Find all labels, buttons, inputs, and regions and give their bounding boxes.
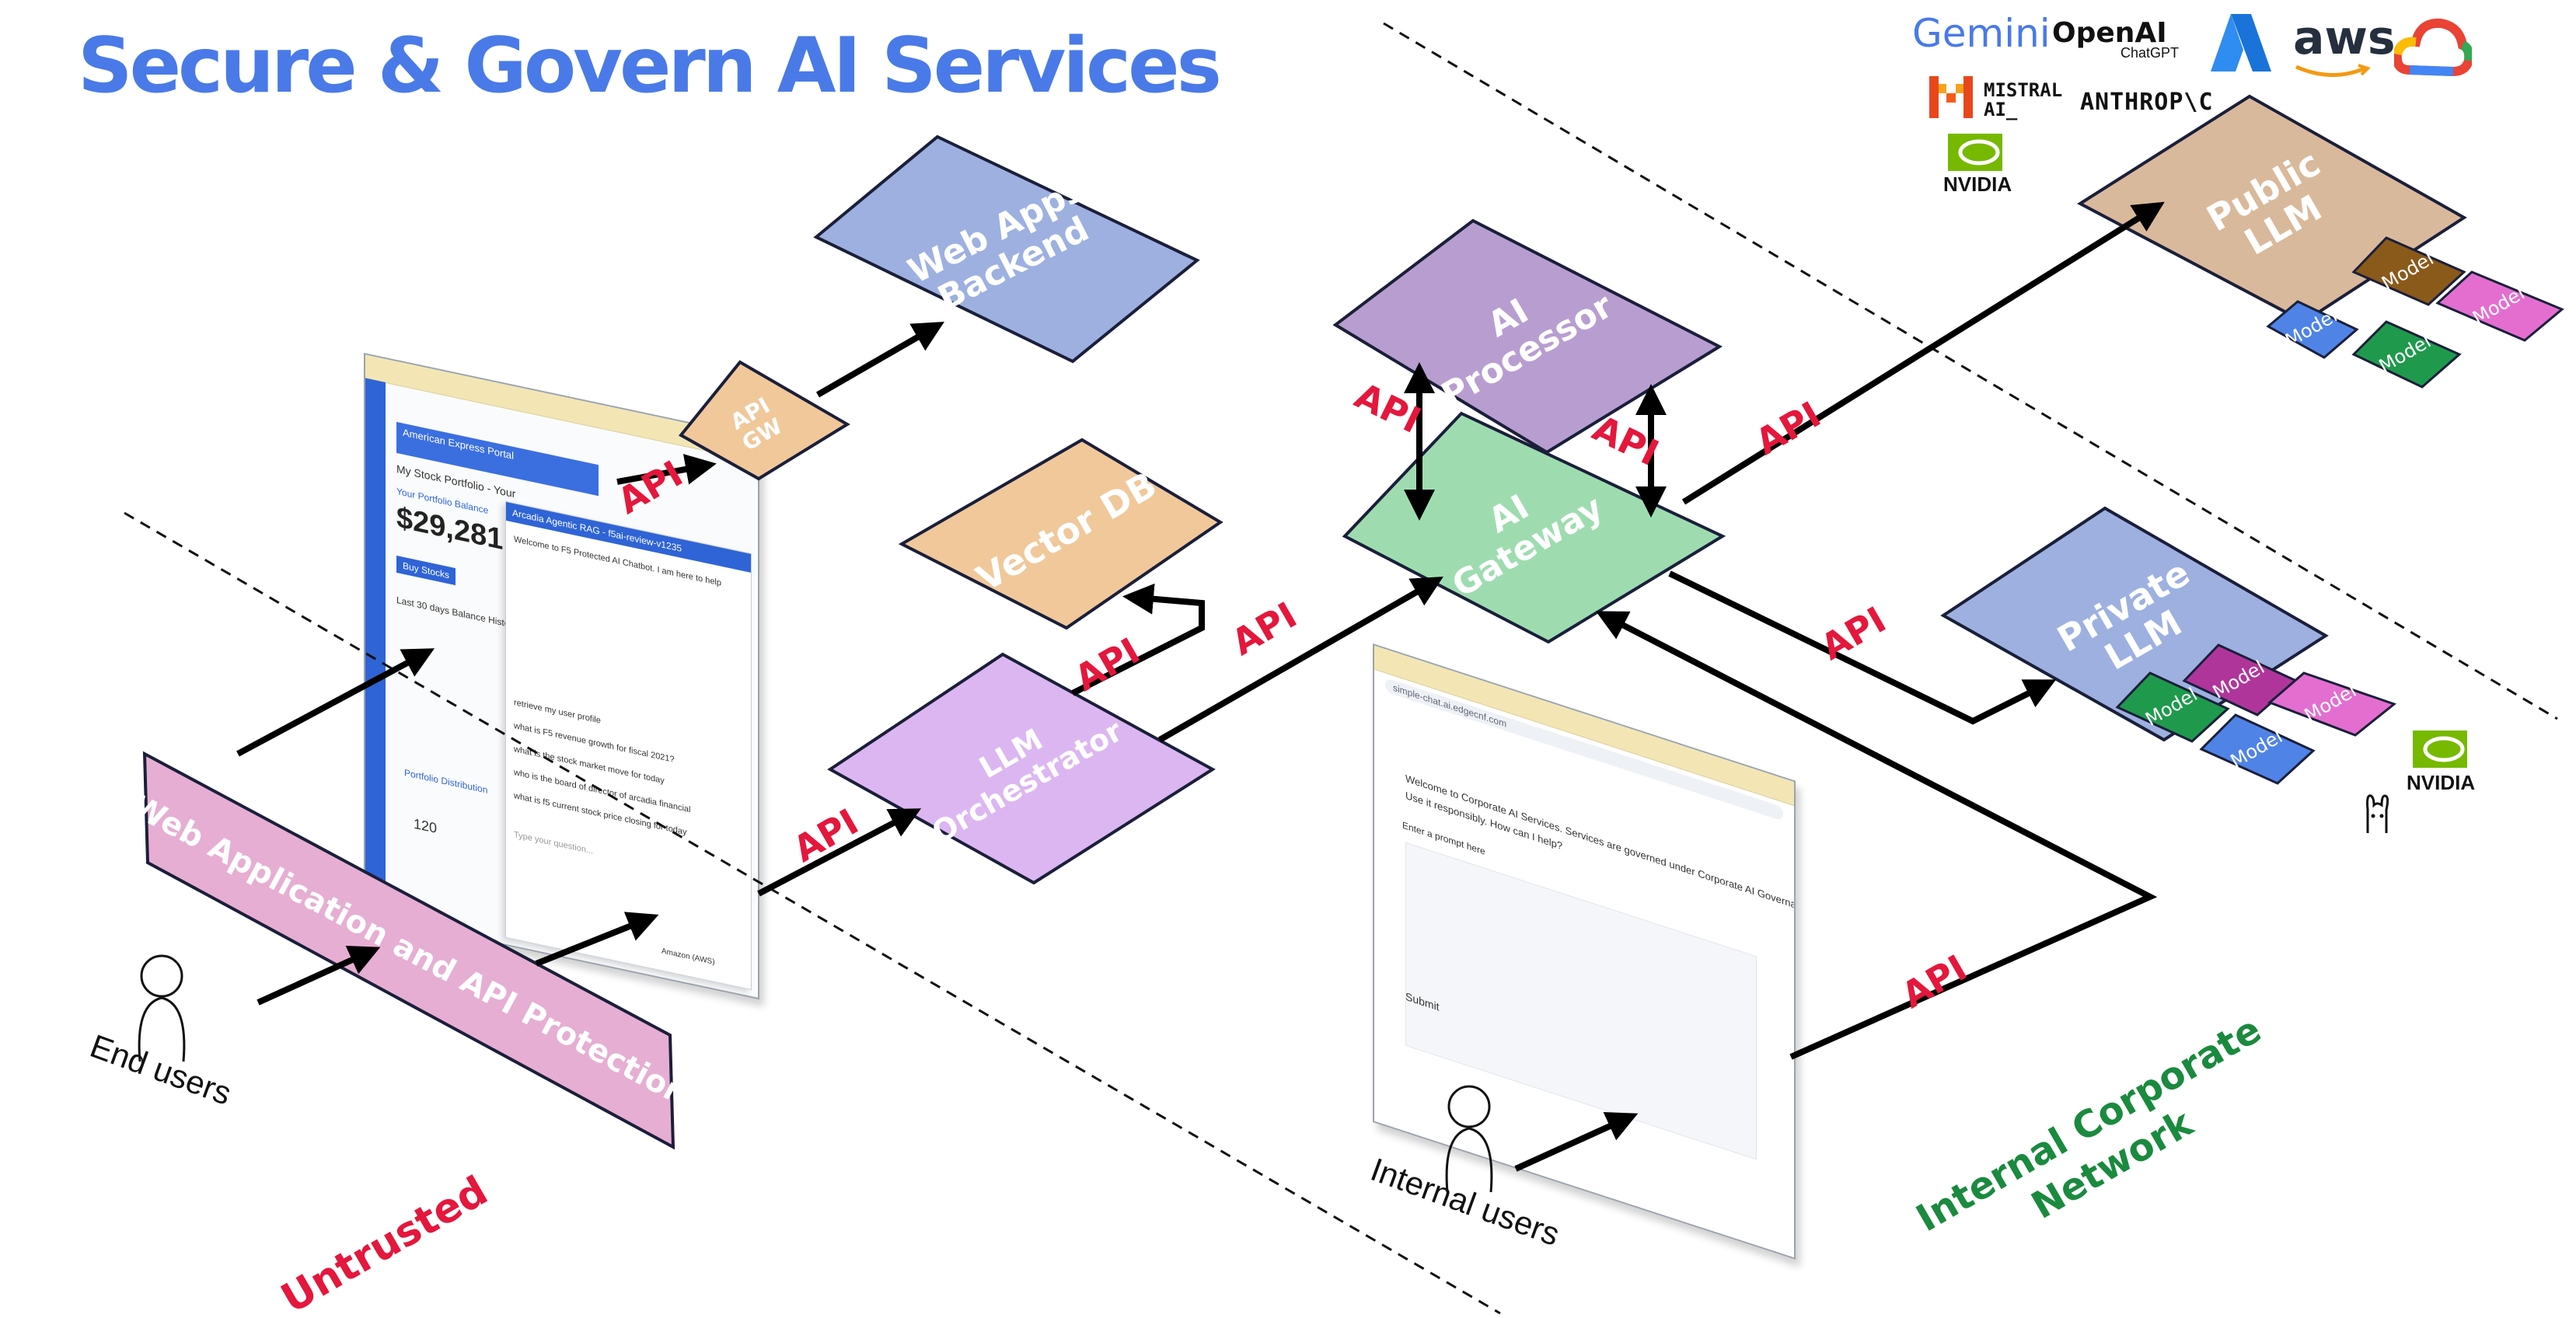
google-cloud-icon xyxy=(2394,18,2472,77)
api-label: API xyxy=(1813,598,1893,668)
ollama-icon xyxy=(2366,794,2389,833)
page-title: Secure & Govern AI Services xyxy=(78,22,1222,110)
gemini-logo: Gemini xyxy=(1912,11,2051,56)
llm-orchestrator-tile: LLMOrchestrator xyxy=(827,652,1216,885)
azure-icon xyxy=(2211,14,2271,71)
model-tile: Model xyxy=(2351,236,2466,306)
internal-users-actor: Internal users xyxy=(1366,1085,1565,1253)
model-tile: Model xyxy=(2351,320,2462,389)
arrow-orchestrator-to-vector-db xyxy=(1071,583,1205,696)
internal-users-actor-head-icon xyxy=(1447,1085,1491,1128)
end-users-actor-head-icon xyxy=(140,954,183,998)
arrow-internal-user-to-chat xyxy=(1514,1111,1639,1172)
waap-tile-shape xyxy=(142,751,675,1150)
ai-gateway-tile: AIGateway xyxy=(1342,411,1726,644)
anthropic-logo: ANTHROP\C xyxy=(2080,89,2214,116)
openai-logo-subtitle: ChatGPT xyxy=(2120,45,2180,61)
nvidia-icon xyxy=(2413,730,2467,768)
arrow-waap-to-app xyxy=(535,912,659,967)
api-gw-tile-label: APIGW xyxy=(725,392,787,456)
api-label: API xyxy=(1349,375,1427,441)
nvidia-logo: NVIDIA xyxy=(1943,173,2012,196)
waap-tile xyxy=(142,751,675,1150)
end-users-actor-label: End users xyxy=(86,1027,236,1112)
web-apps-backend-tile-shape xyxy=(813,134,1200,364)
arrow-app-to-api-gw xyxy=(616,454,717,485)
ai-processor-tile: AIProcessor xyxy=(1332,218,1723,455)
model-tile: Model xyxy=(2267,671,2397,737)
corporate-boundary-line xyxy=(1383,22,2558,720)
arrow-app-to-orchestrator xyxy=(757,808,922,897)
aws-logo: aws xyxy=(2293,11,2396,65)
internal-users-actor-body-icon xyxy=(1445,1127,1493,1193)
api-label: API xyxy=(1224,594,1304,664)
model-tile: Model xyxy=(2266,300,2359,359)
end-users-actor: End users xyxy=(86,954,236,1112)
arrow-api-gw-to-backend xyxy=(816,322,944,398)
model-tile: Model xyxy=(2435,270,2564,342)
arrow-internal-to-ai-gateway xyxy=(1595,611,2158,1060)
api-gw-tile-shape xyxy=(678,360,850,481)
arrow-ai-gateway-to-private-llm xyxy=(1668,570,2057,725)
arrow-orchestrator-to-ai-gateway xyxy=(1158,577,1443,743)
internal-users-actor-label: Internal users xyxy=(1366,1151,1564,1253)
aws-smile-icon xyxy=(2295,64,2371,77)
llm-orchestrator-tile-shape xyxy=(827,652,1216,885)
vector-db-tile: Vector DB xyxy=(898,438,1223,630)
arrow-end-user-to-waap xyxy=(257,945,381,1006)
mistral-logo: MISTRAL AI_ xyxy=(1984,79,2063,121)
arrow-ai-gateway-to-public-llm xyxy=(1681,201,2165,505)
web-apps-backend-tile: Web AppsBackend xyxy=(813,134,1200,364)
mistral-icon xyxy=(1929,76,1973,118)
model-tile: Model xyxy=(2115,671,2230,743)
api-gw-tile: APIGW xyxy=(678,360,850,481)
openai-logo: OpenAI xyxy=(2052,17,2167,49)
model-tile: Model xyxy=(2182,643,2299,717)
arrow-end-user-to-app xyxy=(236,648,435,757)
nvidia-icon xyxy=(1948,134,2002,171)
ai-processor-tile-shape xyxy=(1332,218,1723,455)
vector-db-tile-shape xyxy=(898,438,1223,630)
untrusted-boundary-line xyxy=(124,511,1501,1315)
end-users-actor-body-icon xyxy=(138,996,186,1062)
model-tile: Model xyxy=(2199,713,2316,785)
waap-tile-label: Web Application and API Protection xyxy=(125,788,693,1113)
nvidia-logo: NVIDIA xyxy=(2407,771,2476,794)
api-label: API xyxy=(610,452,689,522)
